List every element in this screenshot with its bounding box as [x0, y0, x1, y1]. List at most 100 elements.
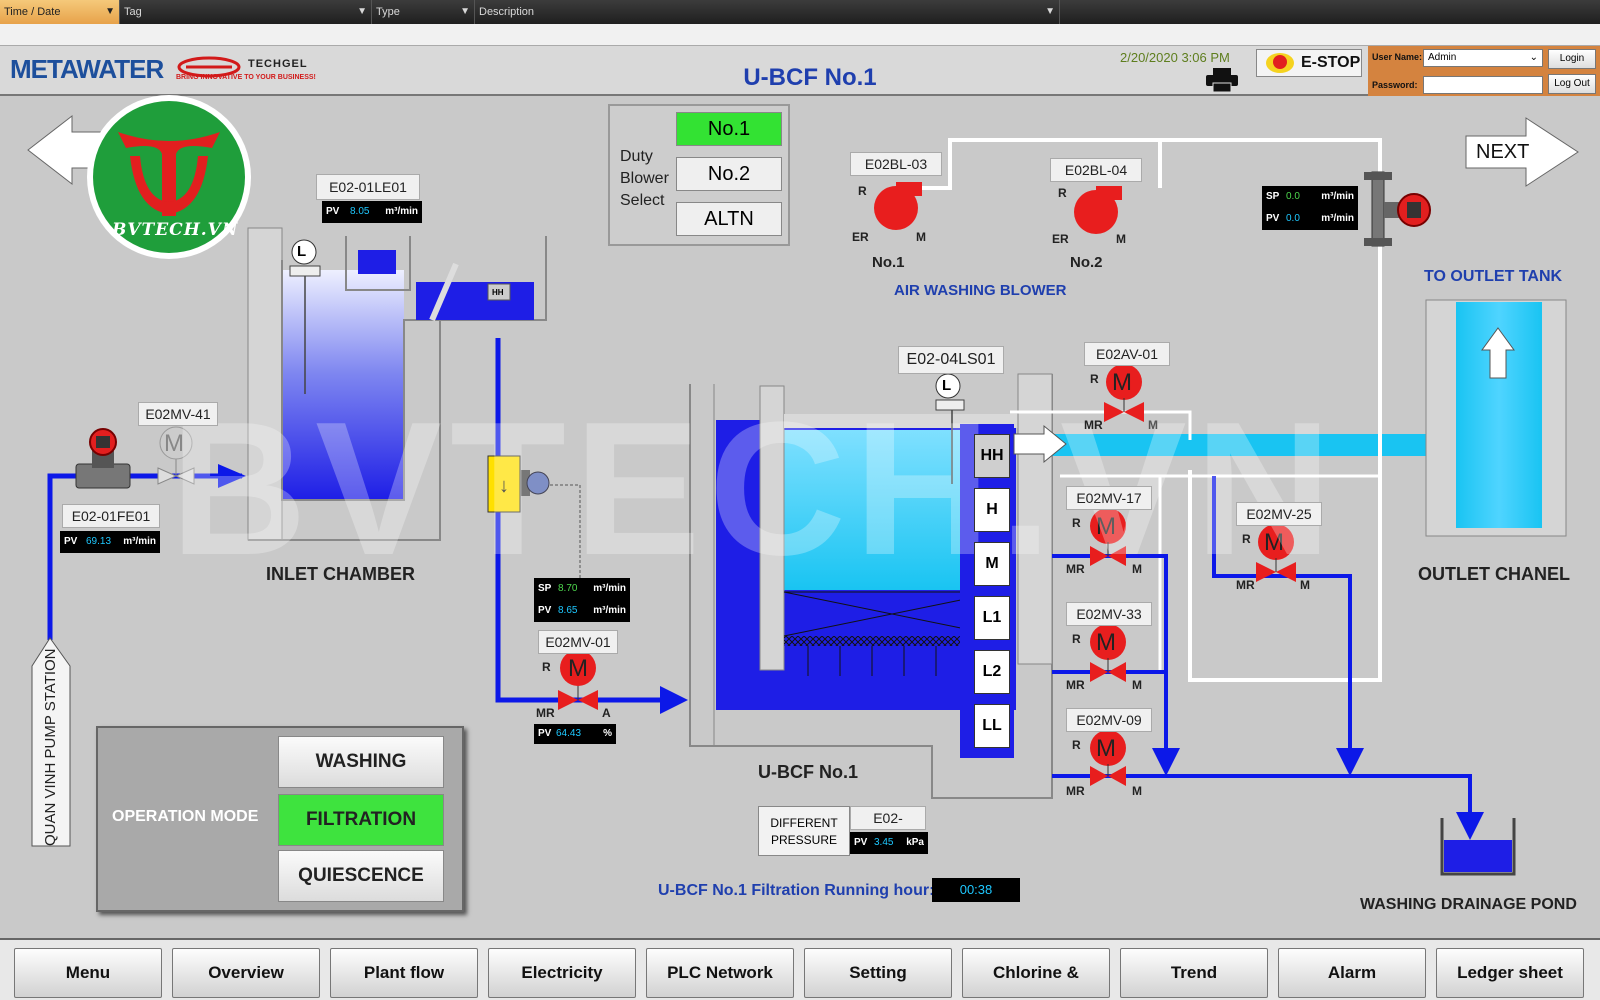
- diff-pressure-label: DIFFERENT PRESSURE: [758, 806, 850, 856]
- filter-icon[interactable]: ▼: [460, 6, 470, 17]
- valve-mv33-tag[interactable]: E02MV-33: [1066, 602, 1152, 626]
- valve-av01-tag[interactable]: E02AV-01: [1084, 342, 1170, 366]
- blower-no1-outlet: [896, 182, 922, 196]
- estop-icon: [1266, 53, 1294, 73]
- mode-quiescence-button[interactable]: QUIESCENCE: [278, 850, 444, 902]
- valve-body-icon: [578, 690, 598, 710]
- filter-icon[interactable]: ▼: [105, 6, 115, 17]
- alarm-col-time[interactable]: Time / Date ▼: [0, 0, 120, 24]
- outlet-channel-label: OUTLET CHANEL: [1418, 564, 1570, 584]
- logout-button[interactable]: Log Out: [1548, 74, 1596, 94]
- mode-washing-button[interactable]: WASHING: [278, 736, 444, 788]
- alarm-list-body[interactable]: [0, 24, 1600, 46]
- signal-line: [550, 484, 581, 580]
- filter-icon[interactable]: ▼: [1045, 6, 1055, 17]
- nav-electricity[interactable]: Electricity: [488, 948, 636, 998]
- next-label[interactable]: NEXT: [1476, 141, 1530, 163]
- blower-remote-label: R: [858, 184, 867, 198]
- valve-mv17-icon[interactable]: [1090, 508, 1126, 566]
- alarm-col-label: Time / Date: [4, 6, 61, 18]
- valve-mv25-icon[interactable]: [1256, 524, 1296, 582]
- up-arrow-icon: [1481, 327, 1515, 379]
- motor-letter: M: [1264, 529, 1284, 556]
- duty-no2-button[interactable]: No.2: [676, 157, 782, 191]
- outlet-flow-sp[interactable]: 0.0: [1286, 191, 1300, 202]
- alarm-col-tag[interactable]: Tag▼: [120, 0, 372, 24]
- metawater-logo: METAWATER: [10, 54, 164, 84]
- pressure-tag[interactable]: E02-02PE01: [850, 806, 926, 848]
- valve-mv01-tag[interactable]: E02MV-01: [538, 630, 618, 654]
- down-arrow-icon: ↓: [499, 475, 509, 497]
- inlet-level-tag[interactable]: E02-01LE01: [316, 174, 420, 200]
- filter-icon[interactable]: ▼: [357, 6, 367, 17]
- duty-altn-button[interactable]: ALTN: [676, 202, 782, 236]
- mode-filtration-button[interactable]: FILTRATION: [278, 794, 444, 846]
- nav-chlorine-blower[interactable]: Chlorine & Blower: [962, 948, 1110, 998]
- blower-m-label: M: [916, 230, 926, 244]
- valve-mr-label: MR: [1066, 678, 1085, 692]
- duty-label-line: Duty: [620, 148, 653, 165]
- air-vent-pipe: [1010, 410, 1192, 440]
- level-switch-icon[interactable]: [935, 373, 961, 399]
- blower-bl04-tag[interactable]: E02BL-04: [1050, 158, 1142, 182]
- valve-mv01-motor-icon[interactable]: [560, 650, 596, 686]
- nav-overview[interactable]: Overview: [172, 948, 320, 998]
- bottom-nav: Menu Overview Plant flow Electricity PLC…: [0, 938, 1600, 1000]
- bvtech-logo-text: BVTECH.VN: [112, 220, 239, 240]
- valve-auto-label: A: [602, 706, 611, 720]
- estop-button[interactable]: E-STOP: [1256, 49, 1362, 77]
- inlet-weir: [429, 262, 459, 322]
- diff-pressure-line: DIFFERENT: [770, 816, 838, 830]
- duty-no1-button[interactable]: No.1: [676, 112, 782, 146]
- printer-icon[interactable]: [1205, 68, 1239, 92]
- password-label: Password:: [1372, 80, 1418, 90]
- datetime: 2/20/2020 3:06 PM: [1120, 50, 1230, 65]
- unit-label: m³/min: [593, 583, 626, 594]
- valve-mv25-tag[interactable]: E02MV-25: [1236, 502, 1322, 526]
- techgel-slogan: BRING INNOVATIVE TO YOUR BUSINESS!: [176, 74, 316, 81]
- nav-plc-network[interactable]: PLC Network: [646, 948, 794, 998]
- unit-label: m³/min: [1321, 213, 1354, 224]
- motor-letter: M: [1096, 513, 1116, 540]
- inlet-flow-meter-tag[interactable]: E02-01FE01: [62, 504, 160, 528]
- login-button[interactable]: Login: [1548, 49, 1596, 69]
- valve-mr-label: MR: [1084, 418, 1103, 432]
- alarm-col-type[interactable]: Type▼: [372, 0, 475, 24]
- alarm-col-label: Description: [479, 6, 535, 18]
- flow-arrow-icon: [1152, 748, 1180, 776]
- blower-no1-label: No.1: [872, 254, 905, 271]
- valve-mv09-tag[interactable]: E02MV-09: [1066, 708, 1152, 732]
- valve-mv17-tag[interactable]: E02MV-17: [1066, 486, 1152, 510]
- valve-mv41-tag[interactable]: E02MV-41: [138, 402, 218, 426]
- bcf-baffle: [759, 385, 785, 671]
- nav-setting[interactable]: Setting: [804, 948, 952, 998]
- valve-av01-icon[interactable]: [1104, 364, 1144, 422]
- valve-mv41-motor-icon[interactable]: [159, 426, 193, 460]
- pv-label: PV: [1266, 213, 1280, 224]
- motor-letter: M: [1112, 369, 1132, 396]
- nav-alarm[interactable]: Alarm: [1278, 948, 1426, 998]
- running-hour-value: 00:38: [932, 878, 1020, 902]
- level-sensor-icon[interactable]: [291, 239, 317, 265]
- blower-bl03-tag[interactable]: E02BL-03: [850, 152, 942, 176]
- nav-ledger-sheet[interactable]: Ledger sheet: [1436, 948, 1584, 998]
- password-input[interactable]: [1423, 76, 1543, 94]
- nav-menu[interactable]: Menu: [14, 948, 162, 998]
- feed-flow-meter[interactable]: [487, 455, 521, 513]
- level-switch-head: [935, 399, 965, 411]
- level-switch-tag[interactable]: E02-04LS01: [898, 346, 1004, 374]
- next-arrow-icon[interactable]: [1465, 117, 1579, 187]
- feed-flow-sp[interactable]: 8.70: [558, 583, 578, 594]
- nav-trend[interactable]: Trend: [1120, 948, 1268, 998]
- blower-no1-icon[interactable]: [874, 186, 918, 230]
- alarm-col-description[interactable]: Description ▼: [475, 0, 1060, 24]
- sp-label: SP: [1266, 191, 1280, 202]
- valve-mv09-icon[interactable]: [1090, 730, 1126, 786]
- chevron-down-icon: ⌄: [1529, 52, 1538, 63]
- user-name-select[interactable]: Admin⌄: [1423, 49, 1543, 67]
- nav-plant-flow[interactable]: Plant flow: [330, 948, 478, 998]
- valve-mv33-icon[interactable]: [1090, 624, 1126, 682]
- blower-no2-icon[interactable]: [1074, 190, 1118, 234]
